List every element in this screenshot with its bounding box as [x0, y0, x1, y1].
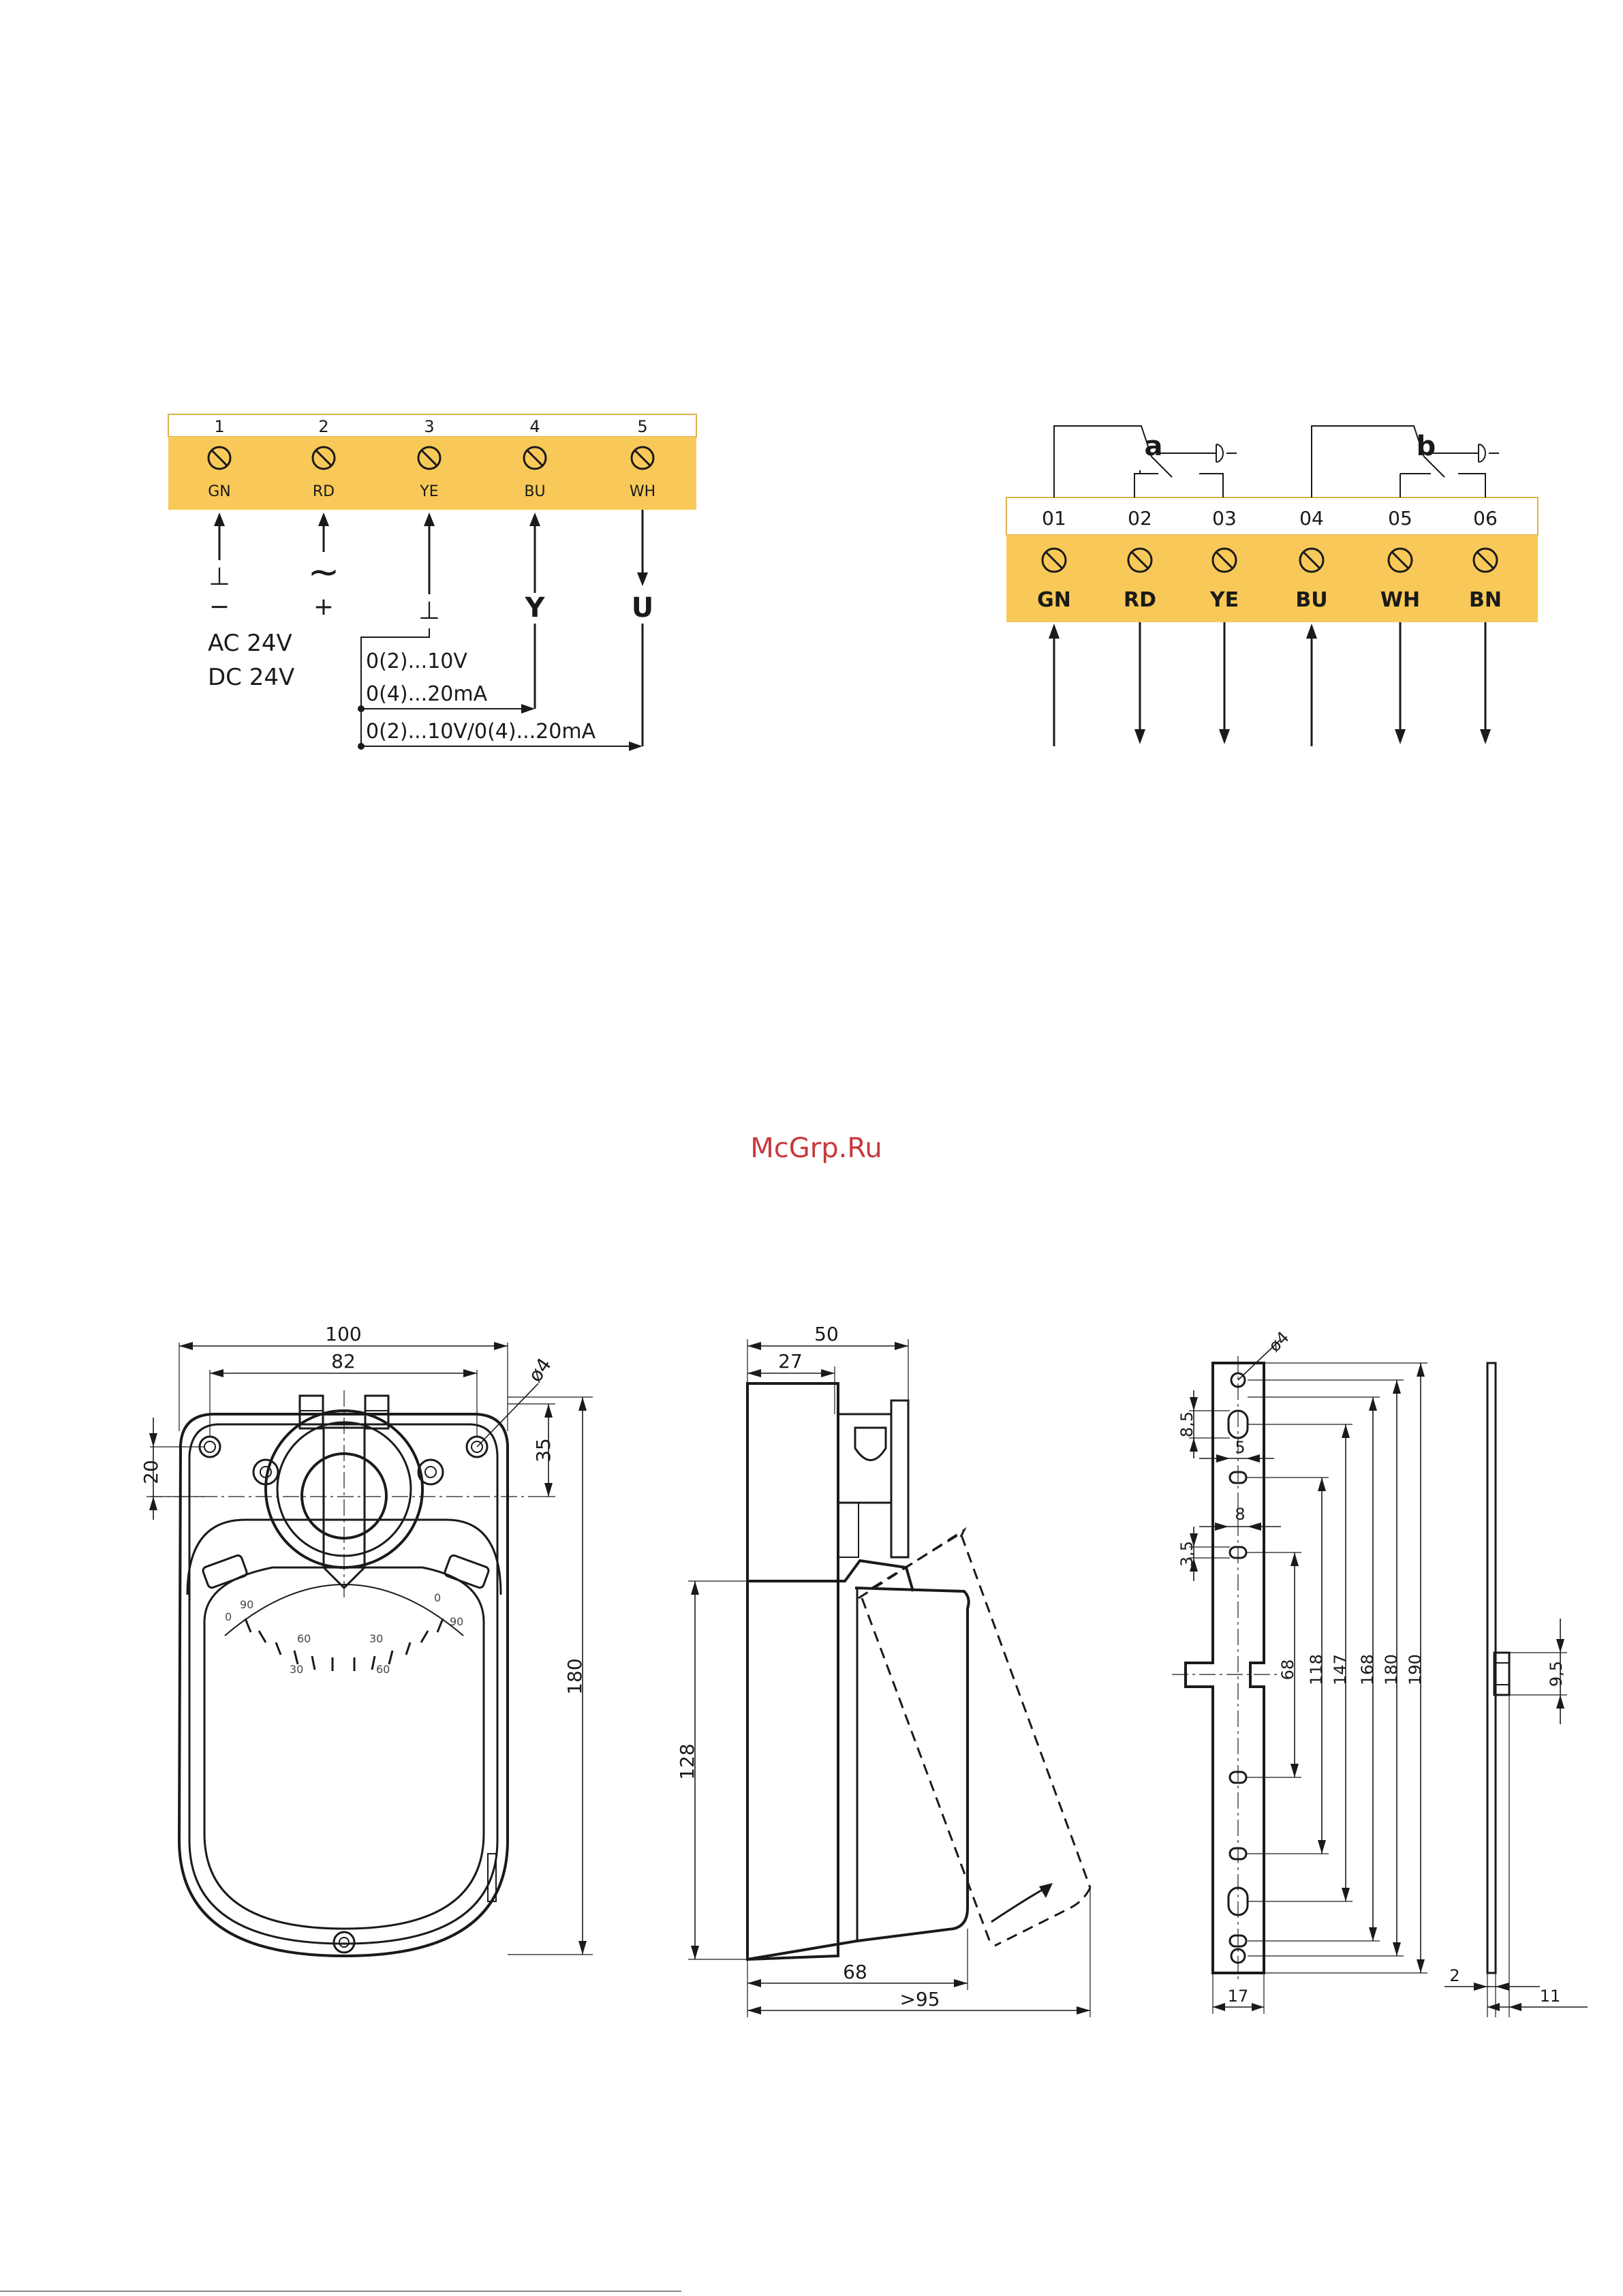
- dim-depth-68: 68: [843, 1961, 867, 1983]
- bracket-dim-3-5: 3,5: [1177, 1541, 1196, 1567]
- terminal-strip-b-header: [1006, 498, 1538, 535]
- bracket-dim-hole-diameter: ø4: [1265, 1328, 1293, 1356]
- switch-a-label: a: [1145, 431, 1163, 462]
- terminal-b06-color: BN: [1469, 588, 1502, 612]
- wires-b: [1049, 622, 1491, 746]
- terminal-b03-color: YE: [1209, 588, 1239, 612]
- terminal-a4-number: 4: [529, 417, 540, 436]
- signal-ground-symbol: ⊥: [418, 597, 439, 625]
- watermark: McGrp.Ru: [750, 1133, 882, 1164]
- scale-label-60-left: 60: [297, 1632, 311, 1645]
- terminal-b05-number: 05: [1388, 507, 1412, 530]
- dim-depth-27: 27: [778, 1350, 803, 1373]
- scale-label-30-right: 30: [369, 1632, 383, 1645]
- terminal-b02-color: RD: [1124, 588, 1156, 612]
- terminal-b05-color: WH: [1380, 588, 1420, 612]
- auxiliary-switch-b: [1312, 426, 1499, 498]
- dim-offset-20: 20: [140, 1460, 162, 1484]
- terminal-a3-color: YE: [419, 483, 438, 500]
- bracket-dim-190: 190: [1406, 1654, 1425, 1685]
- bracket-dim-118: 118: [1307, 1654, 1326, 1685]
- ground-symbol: ⊥: [208, 563, 230, 591]
- dim-clearance-95: >95: [899, 1988, 940, 2010]
- plus-symbol: +: [313, 593, 334, 621]
- terminal-b01-number: 01: [1042, 507, 1066, 530]
- supply-ac-label: AC 24V: [208, 630, 292, 657]
- terminal-b02-number: 02: [1128, 507, 1152, 530]
- scale-label-30-left: 30: [290, 1663, 303, 1676]
- bracket-dim-168: 168: [1358, 1654, 1377, 1685]
- wire-a1: [214, 512, 225, 560]
- terminal-strip-b: [1006, 535, 1538, 622]
- scale-label-90-right: 90: [450, 1615, 463, 1628]
- minus-symbol: −: [209, 593, 230, 621]
- bracket-dim-147: 147: [1331, 1654, 1350, 1685]
- terminal-a4-color: BU: [524, 483, 545, 500]
- tilde-symbol: ~: [308, 550, 340, 594]
- signal-range-current: 0(4)...20mA: [366, 682, 488, 706]
- scale-label-0-left: 0: [225, 1610, 232, 1623]
- dim-hole-spacing-82: 82: [331, 1350, 356, 1373]
- wiring-diagram-b: a b 01 GN 02 RD 03 YE 04 BU 05 WH 06: [1006, 426, 1538, 746]
- terminal-b06-number: 06: [1473, 507, 1498, 530]
- dim-offset-35: 35: [532, 1438, 555, 1463]
- u-signal-label: U: [632, 592, 653, 624]
- dim-width-100: 100: [325, 1323, 361, 1345]
- side-view-drawing: 50 27 128 68 >95: [676, 1323, 1090, 2017]
- bracket-dim-68: 68: [1278, 1659, 1297, 1681]
- dim-cover-height-128: 128: [676, 1743, 698, 1779]
- scale-label-60-right: 60: [376, 1663, 390, 1676]
- bracket-dim-5: 5: [1235, 1438, 1245, 1457]
- terminal-b04-number: 04: [1299, 507, 1324, 530]
- bracket-dim-8-5: 8,5: [1177, 1411, 1196, 1437]
- scale-ticks: [245, 1619, 443, 1671]
- bracket-dim-8: 8: [1235, 1505, 1245, 1524]
- terminal-a2-color: RD: [313, 483, 335, 500]
- dim-height-180: 180: [563, 1658, 586, 1694]
- dim-hole-diameter: ø4: [524, 1353, 556, 1386]
- supply-dc-label: DC 24V: [208, 664, 294, 691]
- terminal-b03-number: 03: [1212, 507, 1237, 530]
- scale-label-0-right: 0: [434, 1591, 441, 1604]
- terminal-a2-number: 2: [318, 417, 328, 436]
- shaft-clamp: [266, 1411, 422, 1567]
- wire-a2: [318, 512, 329, 552]
- bracket-dim-11: 11: [1540, 1987, 1561, 2006]
- bracket-drawing: ø4 8,5 5 8 3,5 68 1: [1172, 1328, 1588, 2017]
- terminal-b01-color: GN: [1037, 588, 1071, 612]
- signal-range-combined: 0(2)...10V/0(4)...20mA: [366, 720, 596, 744]
- bracket-dim-9-5: 9,5: [1547, 1661, 1566, 1687]
- terminal-a1-number: 1: [214, 417, 224, 436]
- terminal-b04-color: BU: [1295, 588, 1327, 612]
- scale-label-90-left: 90: [240, 1598, 253, 1611]
- terminal-a5-number: 5: [637, 417, 647, 436]
- terminal-a5-color: WH: [630, 483, 655, 500]
- bracket-dim-180: 180: [1382, 1654, 1401, 1685]
- y-signal-label: Y: [525, 592, 546, 624]
- wire-a5: [637, 510, 648, 746]
- wire-a3: [424, 512, 435, 594]
- bracket-dim-17: 17: [1228, 1987, 1249, 2006]
- signal-range-voltage: 0(2)...10V: [366, 649, 467, 673]
- bracket-dim-thickness-2: 2: [1449, 1966, 1459, 1985]
- dim-depth-50: 50: [814, 1323, 839, 1345]
- switch-b-label: b: [1417, 431, 1436, 462]
- front-view-drawing: 0 90 0 90 60 30 30 60 100 82 ø4: [140, 1323, 593, 1956]
- wiring-diagram-a: 1 GN 2 RD 3 YE 4 BU 5 WH ⊥ − ~ + AC 24: [168, 414, 696, 751]
- terminal-a1-color: GN: [208, 483, 231, 500]
- terminal-a3-number: 3: [424, 417, 434, 436]
